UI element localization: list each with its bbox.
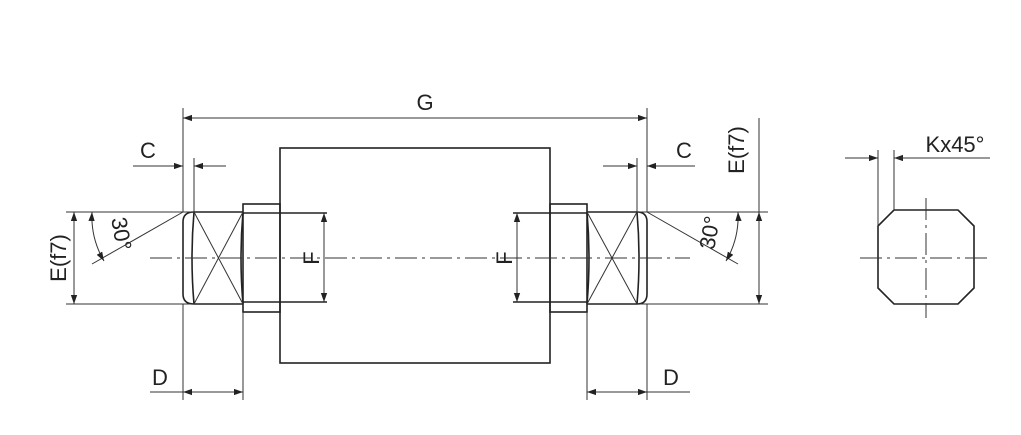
dimension-g: G: [182, 90, 648, 212]
dimension-c-left: C: [133, 138, 226, 212]
dimension-e-right: E(f7): [637, 118, 768, 305]
label-angle-right: 30°: [694, 214, 724, 251]
left-shaft-end: [182, 211, 244, 305]
label-d-left: D: [152, 365, 168, 390]
angle-left: 30°: [88, 211, 184, 265]
angle-right: 30°: [646, 211, 742, 265]
label-f-right: F: [492, 251, 517, 264]
dimension-d-right: D: [586, 304, 690, 400]
chamfered-square: [877, 209, 975, 305]
label-chamfer: Kx45°: [926, 132, 985, 157]
dimension-c-right: C: [603, 138, 695, 212]
end-view: Kx45°: [845, 132, 990, 318]
label-e-left: E(f7): [46, 234, 71, 282]
dimension-f-right: F: [492, 213, 521, 302]
label-c-left: C: [140, 138, 156, 163]
label-d-right: D: [663, 365, 679, 390]
label-angle-left: 30°: [106, 215, 136, 252]
label-g: G: [416, 90, 433, 115]
dimension-f-left: F: [299, 213, 328, 302]
label-f-left: F: [299, 251, 324, 264]
dimension-e-left: E(f7): [46, 211, 194, 305]
dimension-d-left: D: [150, 304, 244, 400]
label-c-right: C: [676, 138, 692, 163]
left-hub: [242, 203, 281, 313]
roller-side-view: [150, 147, 690, 364]
label-e-right: E(f7): [724, 126, 749, 174]
